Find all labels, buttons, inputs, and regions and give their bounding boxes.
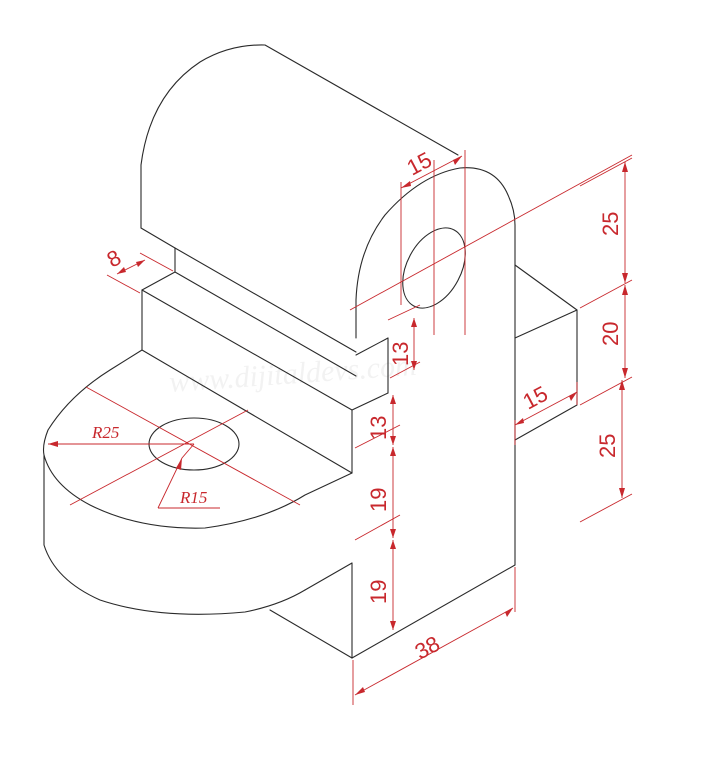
dim-right-top-height: 25 xyxy=(598,212,623,236)
dim-outer-radius: R25 xyxy=(91,423,119,442)
dimension-lines xyxy=(48,150,633,705)
dim-right-bottom-height: 25 xyxy=(595,434,620,458)
dim-hole-radius: R15 xyxy=(179,488,207,507)
watermark: www.dijitaldevs.com xyxy=(168,349,417,399)
dim-step-height-lower: 13 xyxy=(366,416,391,440)
dim-base-height-upper: 19 xyxy=(366,488,391,512)
dim-rib-width: 15 xyxy=(519,381,552,415)
dimension-labels: 15 8 25 20 25 13 13 19 19 15 38 R25 R15 xyxy=(91,147,623,665)
dim-step-height-upper: 13 xyxy=(388,342,413,366)
dim-base-height-lower: 19 xyxy=(366,580,391,604)
dim-top-hole-width: 15 xyxy=(403,147,436,181)
dim-slot-depth: 8 xyxy=(103,245,126,273)
dim-base-length: 38 xyxy=(411,631,444,665)
dim-right-mid-height: 20 xyxy=(598,322,623,346)
part-outline xyxy=(42,44,578,659)
